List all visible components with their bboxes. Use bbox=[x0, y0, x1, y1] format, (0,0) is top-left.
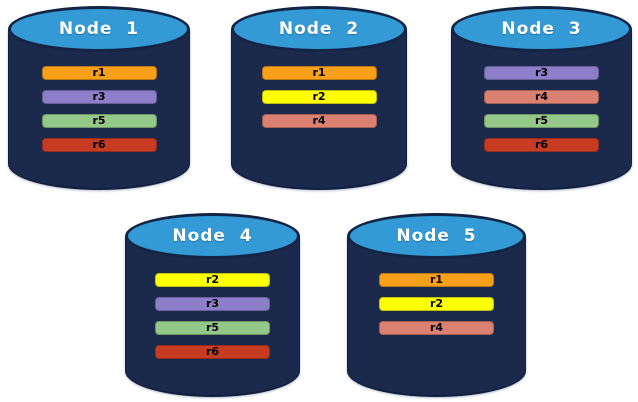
node-1-cylinder-body bbox=[8, 29, 190, 190]
node-4-title: Node 4 bbox=[172, 226, 253, 246]
replica-bar: r4 bbox=[379, 321, 494, 335]
replica-bar: r5 bbox=[484, 114, 599, 128]
node-1-replica-list: r1 r3 r5 r6 bbox=[8, 66, 190, 162]
replica-bar: r2 bbox=[379, 297, 494, 311]
node-3-cylinder-body bbox=[451, 29, 632, 190]
node-4-replica-list: r2 r3 r5 r6 bbox=[125, 273, 300, 369]
replica-bar: r5 bbox=[155, 321, 270, 335]
node-1-cylinder-top: Node 1 bbox=[8, 6, 190, 52]
node-5-cylinder-top: Node 5 bbox=[347, 213, 526, 259]
replica-bar: r6 bbox=[41, 138, 157, 152]
node-1-cylinder: Node 1 r1 r3 r5 r6 bbox=[8, 6, 190, 190]
node-2-cylinder: Node 2 r1 r2 r4 bbox=[231, 6, 407, 190]
node-4-cylinder-top: Node 4 bbox=[125, 213, 300, 259]
replica-bar: r2 bbox=[261, 90, 377, 104]
node-4-cylinder: Node 4 r2 r3 r5 r6 bbox=[125, 213, 300, 397]
replica-bar: r4 bbox=[261, 114, 377, 128]
node-5-title: Node 5 bbox=[396, 226, 477, 246]
replica-bar: r1 bbox=[379, 273, 494, 287]
node-3-replica-list: r3 r4 r5 r6 bbox=[451, 66, 632, 162]
replica-bar: r6 bbox=[155, 345, 270, 359]
replica-bar: r3 bbox=[155, 297, 270, 311]
replica-bar: r1 bbox=[41, 66, 157, 80]
node-4-cylinder-body bbox=[125, 236, 300, 397]
node-2-cylinder-top: Node 2 bbox=[231, 6, 407, 52]
replica-bar: r3 bbox=[484, 66, 599, 80]
replica-bar: r6 bbox=[484, 138, 599, 152]
node-2-cylinder-body bbox=[231, 29, 407, 190]
node-3-cylinder: Node 3 r3 r4 r5 r6 bbox=[451, 6, 632, 190]
node-3-cylinder-top: Node 3 bbox=[451, 6, 632, 52]
node-3-title: Node 3 bbox=[501, 19, 582, 39]
replica-bar: r4 bbox=[484, 90, 599, 104]
node-5-cylinder-body bbox=[347, 236, 526, 397]
replica-bar: r2 bbox=[155, 273, 270, 287]
node-2-replica-list: r1 r2 r4 bbox=[231, 66, 407, 138]
node-5-cylinder: Node 5 r1 r2 r4 bbox=[347, 213, 526, 397]
replica-bar: r5 bbox=[41, 114, 157, 128]
replica-bar: r1 bbox=[261, 66, 377, 80]
node-1-title: Node 1 bbox=[58, 19, 140, 39]
replica-bar: r3 bbox=[41, 90, 157, 104]
node-2-title: Node 2 bbox=[278, 19, 360, 39]
node-5-replica-list: r1 r2 r4 bbox=[347, 273, 526, 345]
